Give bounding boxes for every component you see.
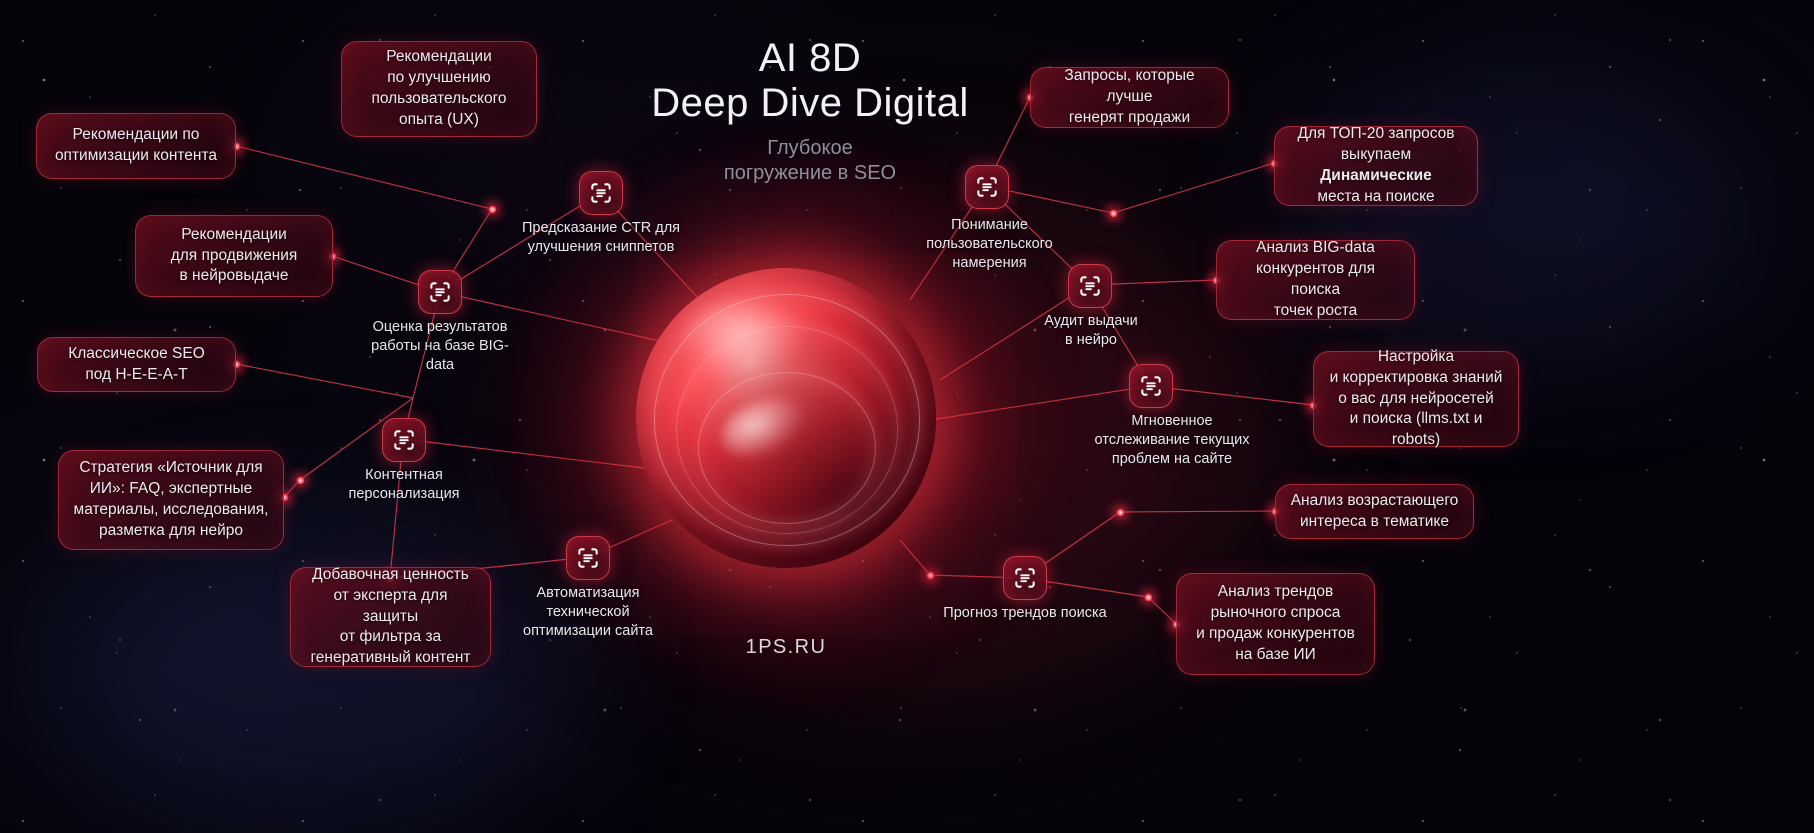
sphere-ring-inner [698, 372, 876, 524]
node-button[interactable] [1003, 556, 1047, 600]
card-market-trends-analysis[interactable]: Анализ трендов рыночного спроса и продаж… [1176, 573, 1375, 675]
network-node-dot [295, 475, 305, 485]
network-node-dot [1143, 592, 1153, 602]
scan-document-icon [1141, 376, 1161, 396]
card-sales-generating-queries[interactable]: Запросы, которые лучше генерят продажи [1030, 67, 1229, 128]
node-search-trends-forecast[interactable] [1003, 556, 1047, 600]
network-node-dot [1108, 208, 1118, 218]
card-top20-dynamic-places[interactable]: Для ТОП-20 запросов выкупаем Динамически… [1274, 125, 1478, 206]
label-search-trends-forecast: Прогноз трендов поиска [943, 605, 1107, 621]
scan-document-icon [394, 430, 414, 450]
card-expert-added-value[interactable]: Добавочная ценность от эксперта для защи… [290, 566, 491, 667]
network-node-dot [487, 204, 497, 214]
sphere-ring-outer [654, 294, 920, 546]
node-button[interactable] [382, 418, 426, 462]
card-text: Настройка и корректировка знаний о вас д… [1329, 348, 1503, 449]
node-button[interactable] [579, 171, 623, 215]
card-content-optimization[interactable]: Рекомендации по оптимизации контента [36, 113, 236, 179]
card-ai-source-strategy[interactable]: Стратегия «Источник для ИИ»: FAQ, экспер… [58, 450, 284, 550]
title-line-1: AI 8D [758, 36, 862, 80]
title-block: AI 8D Deep Dive Digital Глубокое погруже… [560, 36, 1060, 187]
card-bigdata-competitor-analysis[interactable]: Анализ BIG-data конкурентов для поиска т… [1216, 239, 1415, 320]
card-text: Рекомендации для продвижения в нейровыда… [170, 225, 298, 285]
brand-label: 1PS.RU [745, 636, 827, 658]
card-emphasis: Динамические [1320, 167, 1432, 184]
card-text: Анализ возрастающего интереса в тематике [1290, 491, 1459, 530]
network-node-dot [279, 492, 289, 502]
scan-document-icon [430, 282, 450, 302]
card-text: Для ТОП-20 запросов выкупаем Динамически… [1297, 125, 1455, 205]
node-ctr-prediction[interactable] [579, 171, 623, 215]
network-node-dot [231, 141, 241, 151]
card-text: Анализ BIG-data конкурентов для поиска т… [1255, 239, 1376, 319]
node-button[interactable] [1068, 264, 1112, 308]
node-instant-issue-tracking[interactable] [1129, 364, 1173, 408]
scan-document-icon [977, 177, 997, 197]
scan-document-icon [1015, 568, 1035, 588]
card-text: Запросы, которые лучше генерят продажи [1064, 67, 1195, 126]
sphere-specular-highlight [684, 302, 804, 374]
label-ctr-prediction: Предсказание CTR для улучшения сниппетов [521, 220, 681, 255]
network-node-dot [231, 359, 241, 369]
node-button[interactable] [1129, 364, 1173, 408]
node-bigdata-results-evaluation[interactable] [418, 270, 462, 314]
card-text: Добавочная ценность от эксперта для защи… [310, 566, 471, 667]
title-line-2: Deep Dive Digital [651, 80, 969, 125]
card-text: Классическое SEO под H-E-E-A-T [68, 344, 205, 383]
node-button[interactable] [566, 536, 610, 580]
label-instant-issue-tracking: Мгновенное отслеживание текущих проблем … [1094, 413, 1250, 467]
card-text: Анализ трендов рыночного спроса и продаж… [1196, 583, 1355, 663]
card-text: Рекомендации по улучшению пользовательск… [371, 48, 507, 128]
card-text: Стратегия «Источник для ИИ»: FAQ, экспер… [73, 459, 269, 539]
scan-document-icon [578, 548, 598, 568]
node-neuro-serp-audit[interactable] [1068, 264, 1112, 308]
card-growing-interest-analysis[interactable]: Анализ возрастающего интереса в тематике [1275, 484, 1474, 539]
scan-document-icon [591, 183, 611, 203]
card-classic-seo-eeat[interactable]: Классическое SEO под H-E-E-A-T [37, 337, 236, 392]
card-text: Рекомендации по оптимизации контента [54, 126, 218, 164]
scan-document-icon [1080, 276, 1100, 296]
card-neuro-serp-promotion[interactable]: Рекомендации для продвижения в нейровыда… [135, 215, 333, 297]
network-node-dot [925, 570, 935, 580]
label-technical-optimization-automation: Автоматизация технической оптимизации са… [523, 585, 653, 639]
label-bigdata-results-evaluation: Оценка результатов работы на базе BIG- d… [371, 319, 509, 373]
label-content-personalization: Контентная персонализация [348, 467, 460, 502]
card-llms-txt-tuning[interactable]: Настройка и корректировка знаний о вас д… [1313, 348, 1519, 448]
card-ux-improvement[interactable]: Рекомендации по улучшению пользовательск… [341, 41, 537, 137]
title-subtitle: Глубокое погружение в SEO [723, 136, 897, 185]
node-button[interactable] [418, 270, 462, 314]
node-button[interactable] [965, 165, 1009, 209]
label-neuro-serp-audit: Аудит выдачи в нейро [1044, 313, 1138, 348]
node-user-intent-understanding[interactable] [965, 165, 1009, 209]
central-sphere [506, 138, 1066, 698]
node-technical-optimization-automation[interactable] [566, 536, 610, 580]
network-node-dot [1115, 507, 1125, 517]
label-user-intent-understanding: Понимание пользовательского намерения [926, 217, 1053, 271]
node-content-personalization[interactable] [382, 418, 426, 462]
